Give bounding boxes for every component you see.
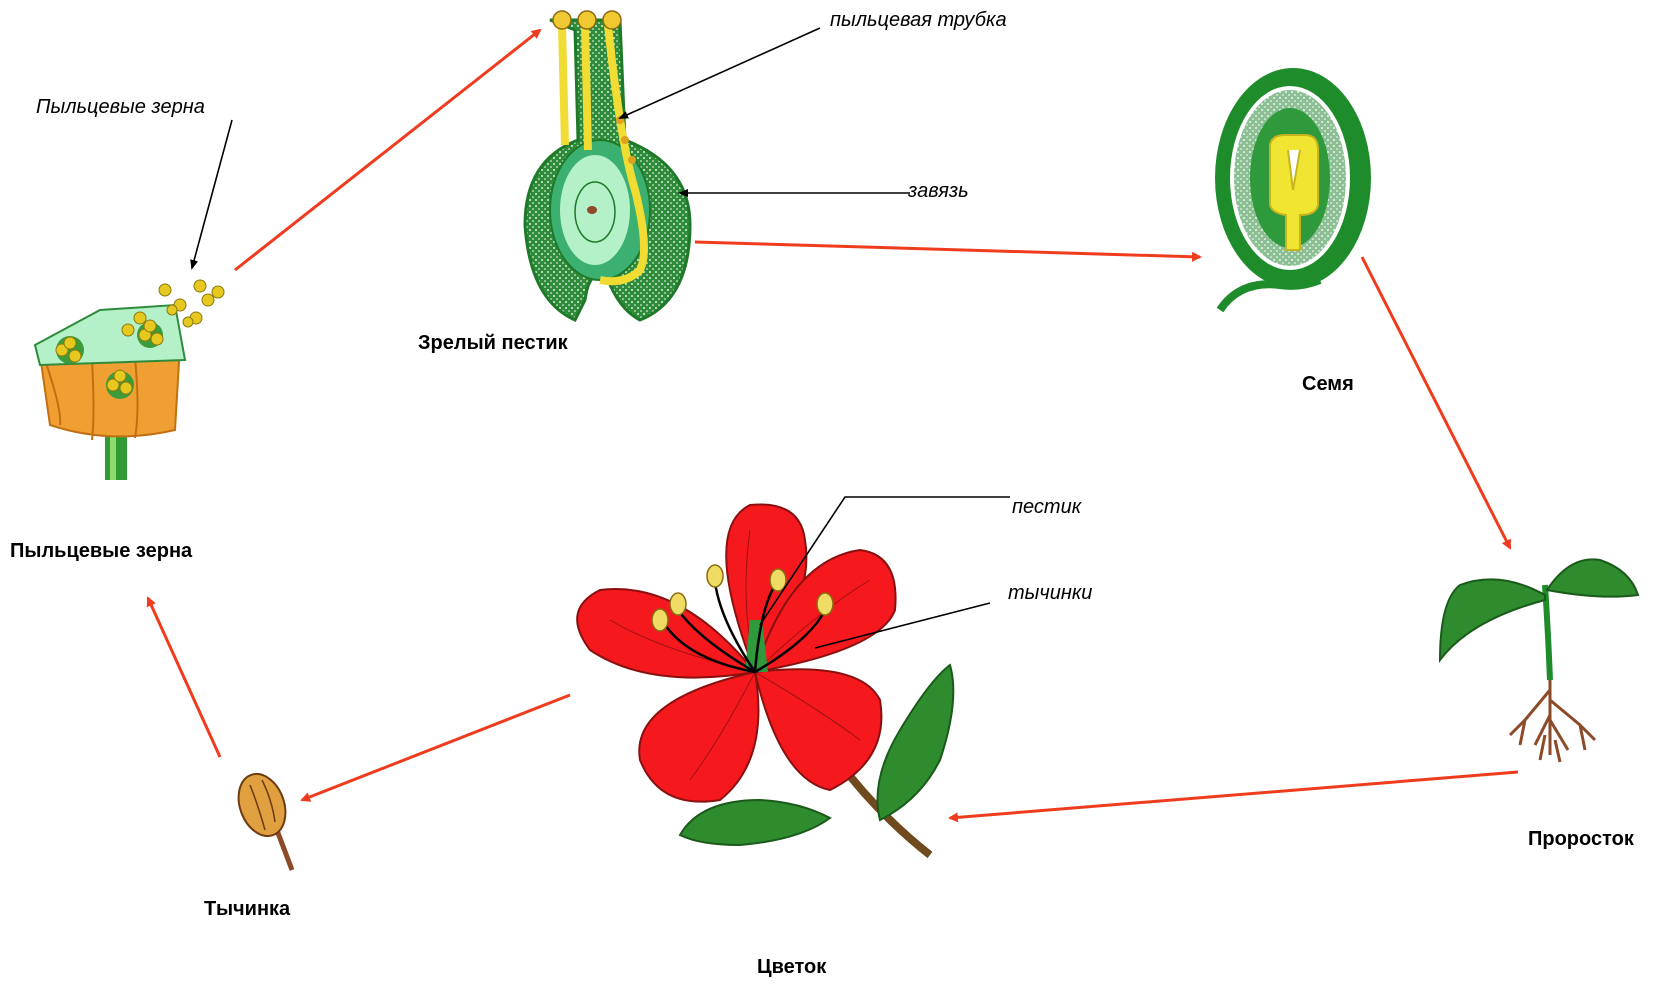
cycle-arrow-pistil-to-seed xyxy=(695,242,1200,257)
stage-label-seedling: Проросток xyxy=(1528,828,1634,851)
pollen-tube-label: пыльцевая трубка xyxy=(830,9,1007,32)
stage-label-mature-pistil: Зрелый пестик xyxy=(418,332,568,355)
seedling-illustration xyxy=(1440,559,1638,762)
flower-illustration xyxy=(577,504,953,855)
stamen-illustration xyxy=(230,767,293,870)
anther-with-pollen-illustration xyxy=(35,280,224,480)
ovary-label: завязь xyxy=(908,180,969,203)
cycle-arrow-seedling-to-flower xyxy=(950,772,1518,818)
stage-label-seed: Семя xyxy=(1302,373,1354,396)
cycle-arrow-stamen-to-pollen xyxy=(148,598,220,757)
pointer-pollen-grains xyxy=(192,120,232,268)
pointer-pollen-tube xyxy=(620,28,820,118)
stamens-label: тычинки xyxy=(1008,582,1092,605)
cycle-arrow-pollen-to-pistil xyxy=(235,30,540,270)
cycle-arrow-seed-to-seedling xyxy=(1362,257,1510,548)
stage-label-pollen-grains: Пыльцевые зерна xyxy=(10,540,192,563)
mature-pistil-illustration xyxy=(525,11,690,320)
pistil-label: пестик xyxy=(1012,496,1081,519)
stage-label-flower: Цветок xyxy=(757,956,826,979)
cycle-arrow-flower-to-stamen xyxy=(302,695,570,800)
pollen-grains-annotation: Пыльцевые зерна xyxy=(36,96,205,119)
stage-label-stamen: Тычинка xyxy=(204,898,290,921)
seed-illustration xyxy=(1215,68,1371,310)
